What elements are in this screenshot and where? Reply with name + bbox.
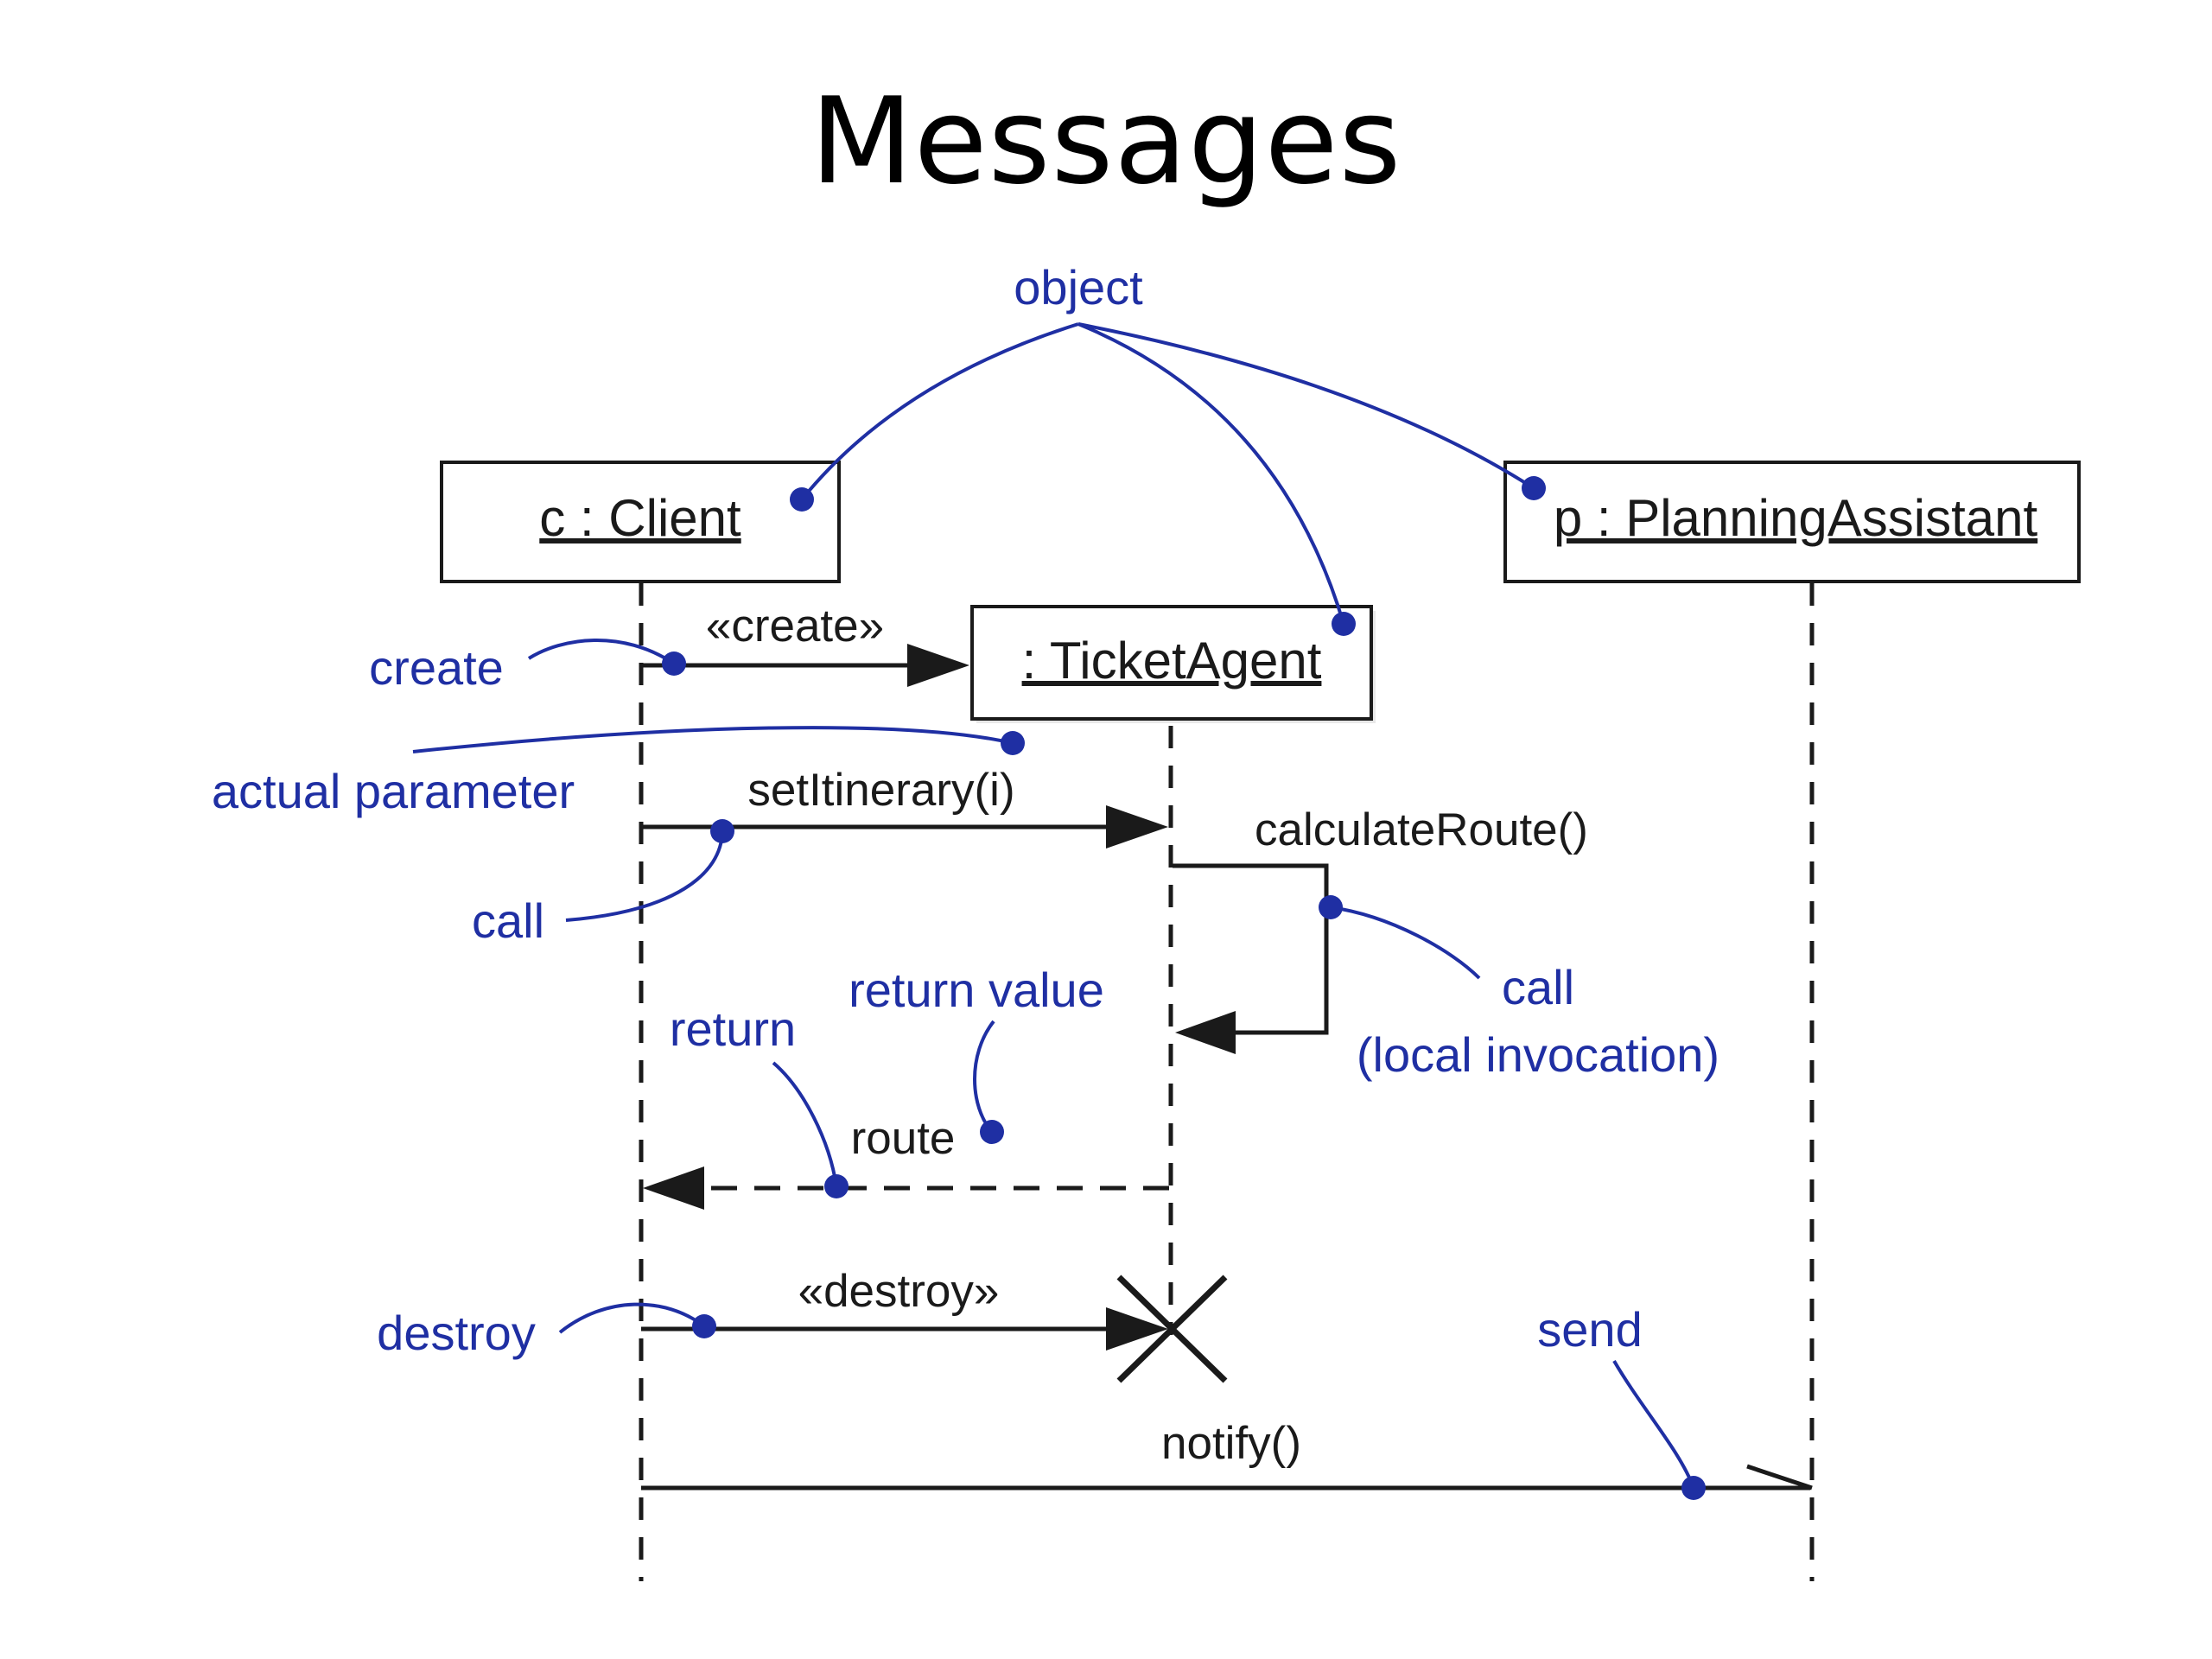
call-connector xyxy=(565,830,724,922)
set-itinerary-message-arrowhead xyxy=(1106,805,1168,849)
object-dot-ticket-agent xyxy=(1332,612,1356,636)
ticket-agent-object-label: : TicketAgent xyxy=(1022,632,1322,690)
send-dot xyxy=(1681,1476,1706,1500)
ticket-agent-object: : TicketAgent xyxy=(970,605,1376,723)
actual-parameter-connector xyxy=(412,726,1014,753)
notify-message-half-arrowhead xyxy=(1746,1464,1813,1491)
return-dot xyxy=(824,1174,849,1198)
object-dot-client xyxy=(790,487,814,512)
annotation-create: create xyxy=(369,640,504,695)
annotation-send: send xyxy=(1537,1302,1642,1357)
annotation-local-call-line1: call xyxy=(1502,960,1574,1014)
create-connector xyxy=(527,639,676,665)
annotation-call: call xyxy=(472,893,544,948)
return-value-dot xyxy=(980,1120,1004,1144)
create-message: «create» xyxy=(643,601,969,687)
destroy-message-arrowhead xyxy=(1106,1307,1168,1351)
calculate-route-message: calculateRoute() xyxy=(1173,804,1588,1054)
notify-message: notify() xyxy=(641,1418,1813,1491)
notify-message-label: notify() xyxy=(1161,1418,1301,1469)
destroy-connector xyxy=(558,1302,706,1334)
annotation-destroy: destroy xyxy=(377,1306,536,1360)
return-message: route xyxy=(643,1113,1169,1210)
destroy-message: «destroy» xyxy=(641,1266,1168,1351)
annotation-return-value: return value xyxy=(849,963,1104,1017)
create-dot xyxy=(662,652,686,676)
calculate-route-message-arrowhead xyxy=(1175,1011,1236,1054)
create-message-arrowhead xyxy=(907,644,969,687)
set-itinerary-message-label: setItinerary(i) xyxy=(747,765,1014,816)
object-connector-client xyxy=(800,322,1079,501)
planning-assistant-object: p : PlanningAssistant xyxy=(1503,461,2081,583)
client-object: c : Client xyxy=(440,461,841,583)
slide-title: Messages xyxy=(810,72,1402,211)
planning-assistant-object-box xyxy=(1503,461,2081,583)
object-connector-ticket-agent xyxy=(1077,322,1345,625)
send-connector xyxy=(1612,1359,1695,1489)
ticket-agent-object-box xyxy=(970,605,1373,721)
client-object-label: c : Client xyxy=(539,489,741,547)
annotation-labels: object create actual parameter call retu… xyxy=(212,260,1719,1360)
annotation-object: object xyxy=(1014,260,1143,315)
destroy-dot xyxy=(692,1314,716,1338)
annotation-actual-parameter: actual parameter xyxy=(212,764,575,818)
annotation-return: return xyxy=(670,1001,796,1056)
annotation-local-call-line2: (local invocation) xyxy=(1357,1027,1719,1082)
planning-assistant-object-label: p : PlanningAssistant xyxy=(1554,489,2038,547)
destroy-message-label: «destroy» xyxy=(798,1266,1000,1317)
object-dot-planning-assistant xyxy=(1522,476,1546,500)
object-connector-planning-assistant xyxy=(1077,322,1535,490)
annotations xyxy=(412,322,1695,1489)
return-value-connector xyxy=(973,1020,995,1134)
actual-parameter-dot xyxy=(1001,731,1025,755)
call-dot xyxy=(710,819,734,843)
client-object-box xyxy=(440,461,841,583)
annotation-dots xyxy=(662,476,1706,1500)
return-message-label: route xyxy=(851,1113,956,1164)
create-message-label: «create» xyxy=(706,601,884,652)
destruction-mark xyxy=(1116,1274,1228,1383)
return-connector xyxy=(772,1061,838,1187)
local-call-dot xyxy=(1319,895,1343,919)
calculate-route-message-line xyxy=(1173,863,1329,1035)
return-message-arrowhead xyxy=(643,1166,704,1210)
local-call-connector xyxy=(1330,906,1481,980)
calculate-route-message-label: calculateRoute() xyxy=(1255,804,1588,855)
